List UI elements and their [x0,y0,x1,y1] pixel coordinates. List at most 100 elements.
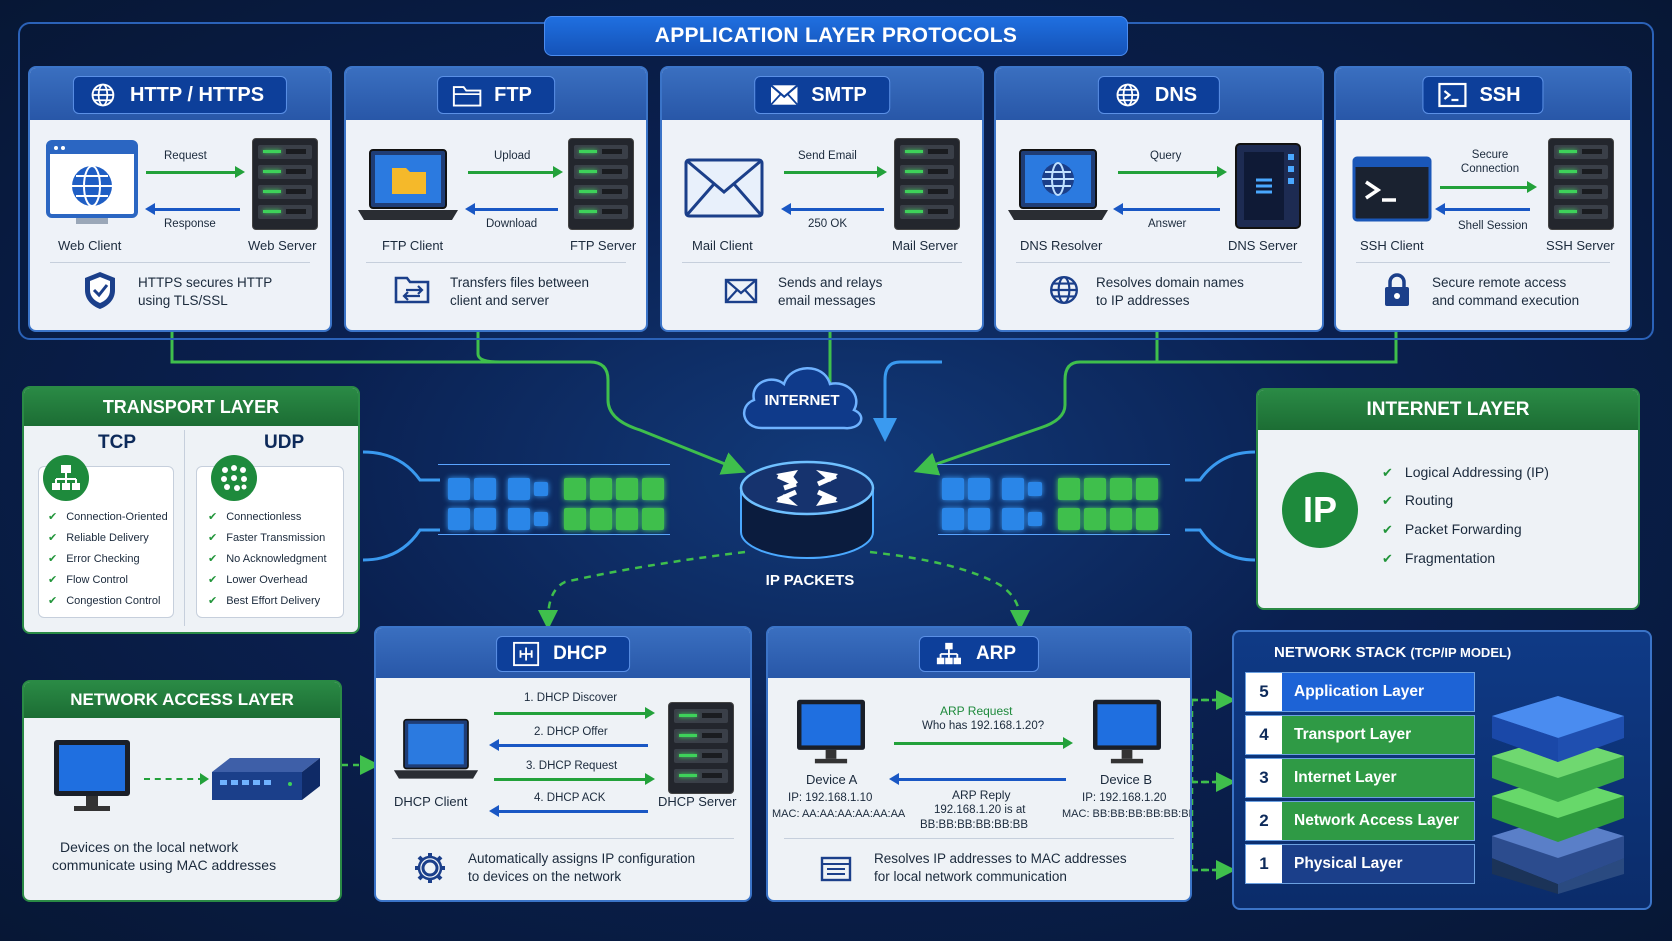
packet-stream-left [428,458,678,544]
dhcp-client-laptop-icon [393,718,479,779]
protocol-card-http: HTTP / HTTPS Request Response Web Client… [28,66,332,332]
server-label: SSH Server [1546,238,1615,253]
client-label: FTP Client [382,238,444,253]
client-label: Mail Client [692,238,753,253]
globe-icon [1050,276,1078,304]
dhcp-step: 2. DHCP Offer [534,726,608,738]
packet [642,478,664,500]
dhcp-header-pill: DHCP [496,636,630,672]
server-label: Web Server [248,238,317,253]
udp-feature: Lower Overhead [208,573,307,586]
arp-panel: ARP ARP Request Who has 192.168.1.20? AR… [766,626,1192,902]
shield-check-icon [85,272,115,309]
udp-feature: No Acknowledgment [208,552,326,565]
tcp-feature: Flow Control [48,573,128,586]
request-arrow [494,773,655,785]
udp-title: UDP [264,432,305,453]
packet [474,508,496,530]
udp-feature: Connectionless [208,510,301,523]
packet [564,478,586,500]
shell-session-label: Shell Session [1458,220,1528,232]
internet-cloud-label: INTERNET [764,392,840,409]
internet-feature: Fragmentation [1382,550,1495,567]
discover-arrow [494,707,655,719]
web-client-icon [46,140,138,224]
packet [534,482,548,496]
transport-layer-panel: TRANSPORT LAYER TCP UDP Connection-Orien… [22,386,360,634]
ssh-server-icon [1548,138,1614,230]
packet [1110,508,1132,530]
response-label: Response [164,218,216,230]
protocol-card-dns: DNS Query Answer DNS Resolver DNS Server… [994,66,1324,332]
tcp-feature: Error Checking [48,552,139,565]
shell-arrow [1435,203,1530,215]
tcp-feature: Congestion Control [48,594,160,607]
answer-label: Answer [1148,218,1187,230]
download-arrow [465,203,558,215]
mail-client-icon [684,158,764,218]
server-label: Mail Server [892,238,958,253]
ftp-server-icon [568,138,634,230]
udp-feature: Best Effort Delivery [208,594,320,607]
dhcp-panel: DHCP 1. DHCP Discover 2. DHCP Offer 3. D… [374,626,752,902]
dns-server-icon [1235,143,1301,229]
server-label: FTP Server [570,238,637,253]
dhcp-step: 3. DHCP Request [526,760,618,772]
packet [448,508,470,530]
internet-feature: Packet Forwarding [1382,521,1522,538]
network-settings-icon [513,641,540,667]
lock-icon [1385,273,1409,306]
client-label: DNS Resolver [1020,238,1103,253]
page-title: APPLICATION LAYER PROTOCOLS [544,16,1128,56]
upload-arrow [468,166,563,178]
dns-resolver-icon [1006,148,1110,233]
layer-stack-3d-icon [1492,696,1624,894]
address-table-icon [820,856,852,882]
dhcp-step: 1. DHCP Discover [524,692,618,704]
packet [508,508,530,530]
arp-reply-label: ARP Reply [952,788,1011,802]
client-label: SSH Client [1360,238,1424,253]
device-a-mac: MAC: AA:AA:AA:AA:AA:AA [772,808,906,820]
arp-reply-line: 192.168.1.20 is at [934,804,1026,816]
packet [590,478,612,500]
protocol-name: DNS [1154,83,1198,106]
protocol-name: HTTP / HTTPS [129,83,265,106]
udp-feature: Faster Transmission [208,531,325,544]
network-stack-title: NETWORK STACK (TCP/IP MODEL) [1274,644,1512,661]
device-b-name: Device B [1100,772,1153,787]
query-arrow [1118,166,1227,178]
envelope-icon [770,84,799,106]
packet [1058,508,1080,530]
scatter-dots-icon [211,455,257,501]
client-label: Web Client [58,238,122,253]
packet-stream-right [928,458,1178,544]
packet [968,478,990,500]
download-label: Download [486,218,538,230]
dhcp-server-icon [668,702,734,794]
http-header-pill: HTTP / HTTPS [72,76,288,114]
packet [616,478,638,500]
dhcp-client-label: DHCP Client [394,794,468,809]
packet [1028,512,1042,526]
arp-reply-mac: BB:BB:BB:BB:BB:BB [920,819,1029,831]
packet [1084,478,1106,500]
packet [642,508,664,530]
router-icon [739,460,875,559]
send-arrow [784,166,887,178]
tcp-feature: Reliable Delivery [48,531,149,544]
internet-cloud-icon [742,367,863,430]
packet [1028,482,1042,496]
globe-icon [1116,83,1140,107]
packet [448,478,470,500]
packet [942,508,964,530]
arp-request-arrow [894,737,1073,749]
